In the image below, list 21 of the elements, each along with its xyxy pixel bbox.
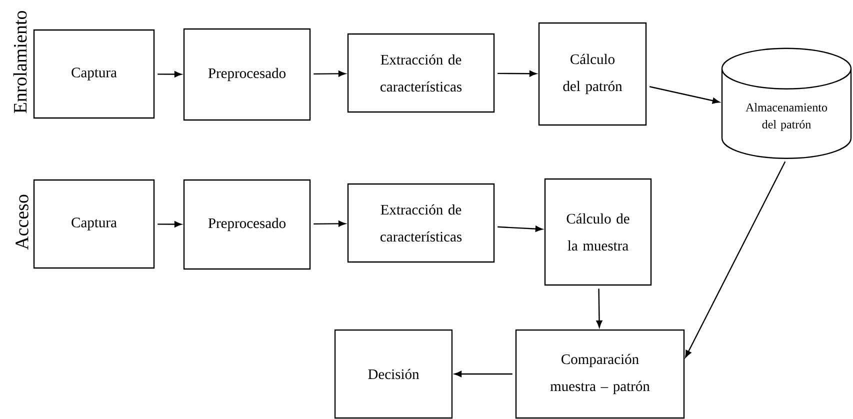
arrow — [685, 161, 786, 358]
arrow — [498, 70, 537, 77]
arrow — [158, 221, 182, 228]
arrow — [454, 370, 512, 378]
arrow — [314, 220, 346, 227]
process-box: Preprocesado — [183, 179, 311, 270]
process-box: Comparación muestra – patrón — [515, 329, 685, 419]
arrow — [498, 226, 543, 232]
arrow — [596, 288, 602, 328]
process-box: Extracción de características — [347, 33, 495, 113]
storage-cylinder: Almacenamiento del patrón — [721, 48, 852, 159]
arrow — [649, 86, 720, 104]
arrow — [314, 70, 346, 77]
process-box: Captura — [33, 179, 155, 269]
process-box: Captura — [33, 29, 155, 119]
process-box: Cálculo del patrón — [538, 22, 647, 126]
process-box: Preprocesado — [183, 28, 311, 121]
process-box: Extracción de características — [347, 183, 495, 263]
process-box: Decisión — [334, 329, 453, 419]
arrow — [158, 71, 182, 78]
process-box: Cálculo de la muestra — [544, 178, 652, 286]
